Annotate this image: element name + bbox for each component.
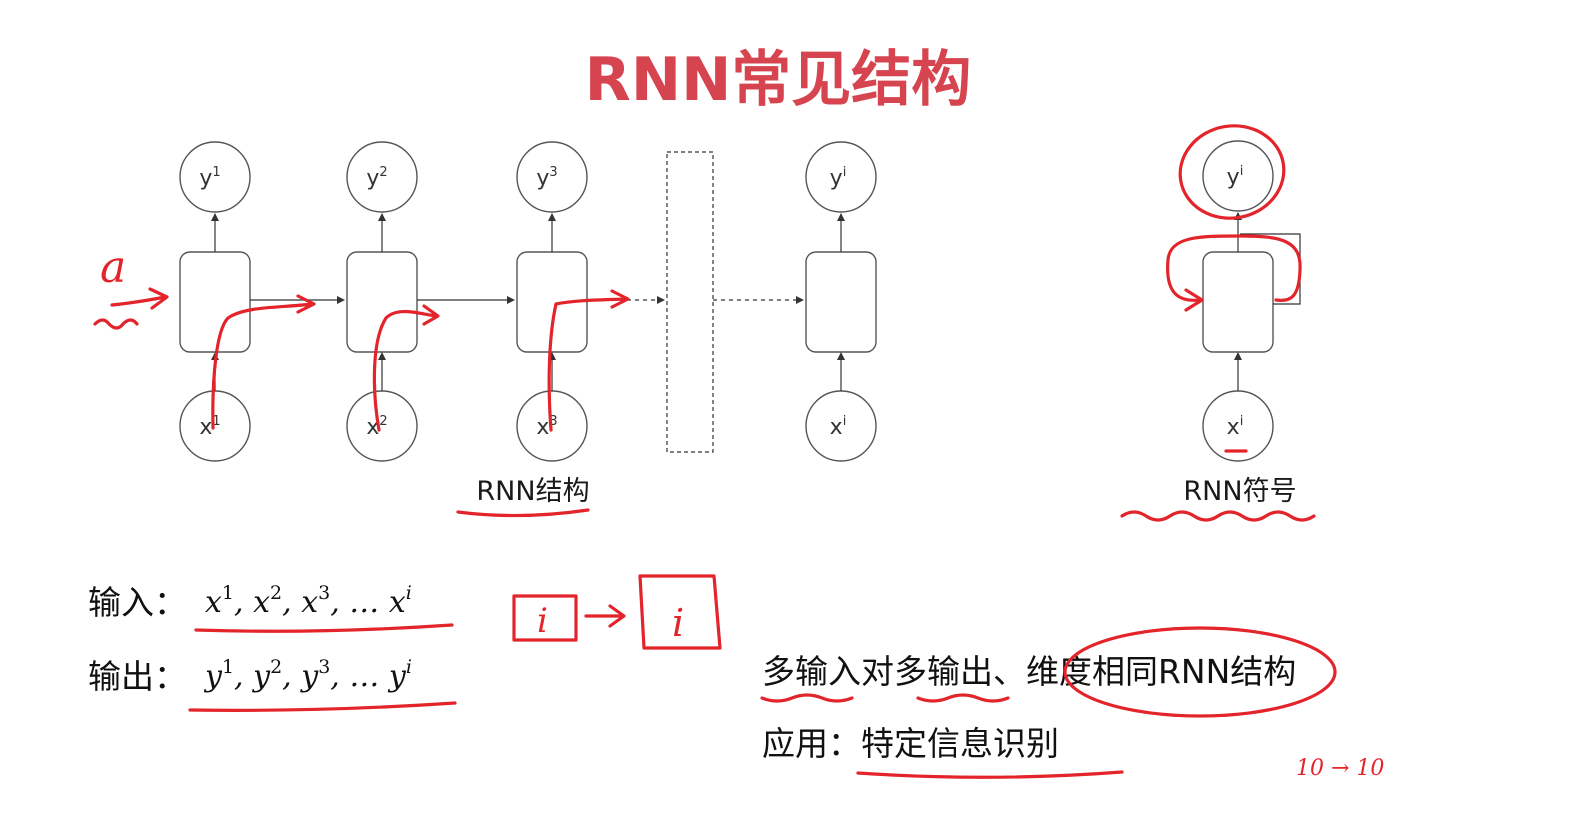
folded-loop-trace xyxy=(1166,234,1302,312)
initial-state-note: a xyxy=(100,242,126,293)
handwritten-annotations: a i i 10 → 10 xyxy=(93,124,1384,781)
rnn-step-1: y1 x1 xyxy=(179,141,251,462)
input-node-1-label: x1 xyxy=(199,414,220,440)
output-sequence-underline xyxy=(188,701,457,712)
multi-input-squiggle xyxy=(760,693,854,703)
output-node-3-label: y3 xyxy=(536,165,557,191)
input-label: 输入： xyxy=(88,583,187,622)
output-node-i-label: yi xyxy=(830,165,847,191)
flow-stroke-3 xyxy=(547,289,630,432)
output-node-1 xyxy=(179,141,251,213)
rnn-step-i: yi xi xyxy=(805,141,877,462)
initial-state-squiggle xyxy=(93,318,139,330)
output-node-2 xyxy=(346,141,418,213)
multi-output-squiggle xyxy=(916,693,1010,703)
ellipsis-dashed-box xyxy=(666,151,714,453)
input-sequence-underline xyxy=(194,623,454,633)
folded-rnn-diagram: yi xi RNN符号 xyxy=(1183,140,1301,507)
unrolled-rnn-diagram: y1 x1 y2 x2 y3 xyxy=(179,141,877,507)
flow-stroke-1 xyxy=(211,294,316,430)
application-underline xyxy=(856,770,1124,779)
folded-rnn-cell xyxy=(1202,251,1274,353)
input-node-3-label: x3 xyxy=(536,414,557,440)
flow-stroke-2 xyxy=(372,304,440,432)
mapping-box-to xyxy=(638,574,722,650)
output-node-3 xyxy=(516,141,588,213)
unrolled-caption-underline xyxy=(456,508,590,518)
summary-line-2: 应用：特定信息识别 xyxy=(762,724,1059,763)
input-sequence: x1, x2, x3, … xi xyxy=(205,582,412,620)
rnn-cell-2 xyxy=(346,251,418,353)
output-node-i xyxy=(805,141,877,213)
folded-output-highlight xyxy=(1178,124,1286,220)
output-label: 输出： xyxy=(88,657,187,696)
output-node-1-label: y1 xyxy=(199,165,220,191)
same-dimension-highlight xyxy=(1063,626,1337,718)
rnn-step-2: y2 x2 xyxy=(346,141,418,462)
initial-state-arrow xyxy=(110,287,169,310)
output-node-2-label: y2 xyxy=(366,165,387,191)
output-sequence: y1, y2, y3, … yi xyxy=(203,656,412,694)
input-node-i-label: xi xyxy=(830,414,847,440)
mapping-from-note: i xyxy=(537,601,548,641)
folded-output-label: yi xyxy=(1227,164,1244,190)
mapping-box-from xyxy=(512,594,578,642)
slide-title: RNN常见结构 xyxy=(585,45,972,115)
unrolled-caption: RNN结构 xyxy=(476,476,589,507)
folded-caption: RNN符号 xyxy=(1183,476,1296,507)
rnn-step-3: y3 x3 xyxy=(516,141,588,462)
recurrent-edges xyxy=(250,296,804,304)
folded-output-node xyxy=(1202,140,1274,212)
folded-caption-underline xyxy=(1120,510,1316,522)
folded-input-label: xi xyxy=(1227,414,1244,440)
mapping-arrow xyxy=(584,604,626,628)
rnn-cell-1 xyxy=(179,251,251,353)
io-sequences: 输入： x1, x2, x3, … xi 输出： y1, y2, y3, … y… xyxy=(88,582,412,696)
mapping-to-note: i xyxy=(672,601,684,645)
ratio-note: 10 → 10 xyxy=(1296,756,1384,781)
rnn-cell-i xyxy=(805,251,877,353)
summary-line-1: 多输入对多输出、维度相同RNN结构 xyxy=(762,652,1296,691)
